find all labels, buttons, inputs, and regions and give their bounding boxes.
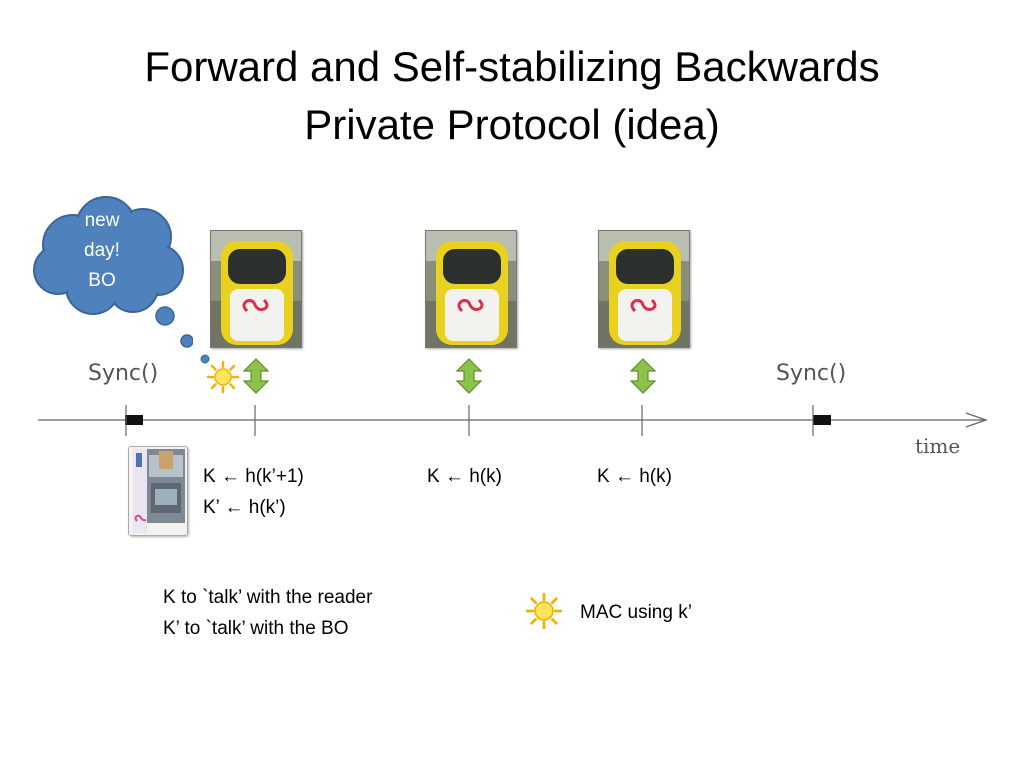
thought-bubble-dot [200, 354, 210, 364]
slide-title: Forward and Self-stabilizing Backwards P… [0, 38, 1024, 154]
double-arrow-icon-2 [456, 358, 482, 394]
update-third: K ← h(k) [597, 466, 672, 487]
update-second: K ← h(k) [427, 466, 502, 487]
thought-cloud [33, 196, 193, 348]
card-reader-image-1 [210, 230, 302, 348]
card-reader-image-3 [598, 230, 690, 348]
title-line-2: Private Protocol (idea) [304, 101, 720, 148]
update-first-line-1: K ← h(k’+1) [203, 466, 304, 487]
time-axis-label: time [915, 434, 961, 458]
note-line-2: K’ to `talk’ with the BO [163, 618, 349, 639]
note-line-1: K to `talk’ with the reader [163, 587, 373, 608]
time-axis [38, 405, 988, 436]
cloud-line-3: BO [88, 270, 116, 291]
card-image [128, 446, 188, 536]
legend-sun-icon [525, 592, 563, 630]
legend-sun-label: MAC using k’ [580, 602, 692, 623]
card-reader-image-2 [425, 230, 517, 348]
double-arrow-icon-3 [630, 358, 656, 394]
update-first-line-2: K’ ← h(k’) [203, 497, 286, 518]
cloud-line-2: day! [84, 240, 120, 261]
sync-label-right: Sync() [776, 361, 847, 386]
sun-icon [206, 360, 240, 394]
sync-label-left: Sync() [88, 361, 159, 386]
double-arrow-icon-1 [243, 358, 269, 394]
cloud-line-1: new [84, 210, 120, 231]
update-first: K ← h(k’+1) K’ ← h(k’) [203, 461, 304, 523]
cloud-text: new day! BO [60, 206, 144, 296]
key-usage-notes: K to `talk’ with the reader K’ to `talk’… [163, 582, 372, 644]
title-line-1: Forward and Self-stabilizing Backwards [144, 43, 880, 90]
